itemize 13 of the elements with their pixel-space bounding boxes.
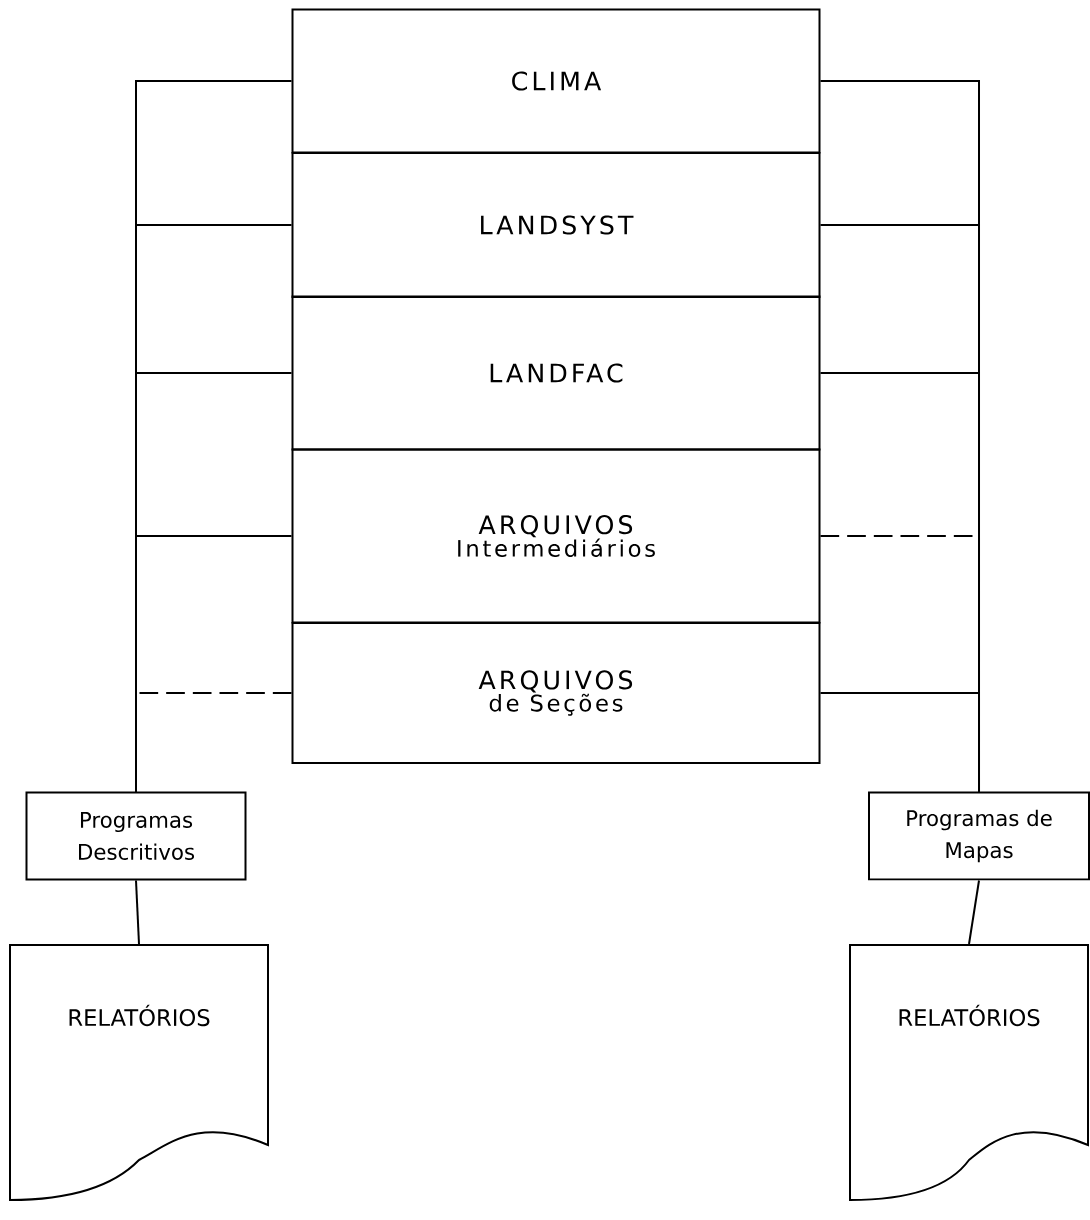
file-box: CLIMA — [291, 8, 821, 154]
file-box: LANDSYST — [291, 152, 821, 298]
file-box: ARQUIVOS Intermediários — [291, 448, 821, 624]
connector-line — [819, 692, 980, 793]
program-box: Programas Descritivos — [25, 791, 247, 881]
connector-line — [135, 692, 293, 793]
report-document: RELATÓRIOS — [849, 944, 1089, 1201]
file-box: ARQUIVOS de Seções — [291, 622, 821, 764]
file-box: LANDFAC — [291, 295, 821, 451]
connector-line — [135, 879, 140, 945]
report-document: RELATÓRIOS — [9, 944, 269, 1201]
program-box: Programas de Mapas — [868, 791, 1090, 881]
connector-line — [968, 879, 980, 945]
